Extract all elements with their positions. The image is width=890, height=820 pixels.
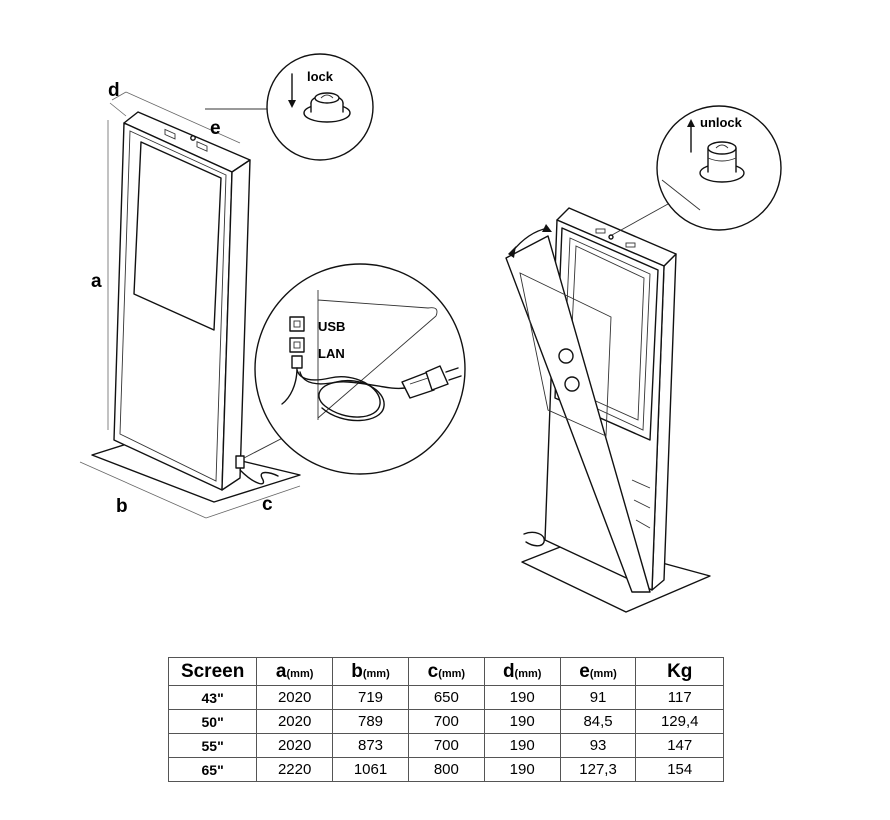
dimension-b-label: b (116, 496, 128, 517)
column-header-unit: (mm) (362, 667, 390, 680)
column-header-unit: (mm) (286, 667, 314, 680)
table-cell: 127,3 (559, 757, 637, 782)
column-header-label: a (275, 660, 287, 682)
table-cell: 2220 (256, 757, 334, 782)
table-cell: 84,5 (559, 709, 637, 734)
lan-label: LAN (318, 346, 345, 361)
table-cell: 93 (559, 733, 637, 758)
column-header-label: c (427, 660, 439, 682)
table-cell: 190 (483, 709, 561, 734)
table-cell: 1061 (332, 757, 409, 782)
power-plug-icon (401, 365, 462, 399)
table-cell: 700 (407, 709, 485, 734)
kiosk-bezel (119, 130, 227, 482)
column-header-unit: (mm) (514, 667, 542, 680)
dimension-e-label: e (210, 118, 221, 139)
column-header: c(mm) (407, 657, 485, 686)
table-cell: 190 (483, 757, 561, 782)
table-cell: 91 (559, 685, 637, 710)
column-header: e(mm) (559, 657, 637, 686)
column-header: d(mm) (483, 657, 561, 686)
unlock-detail-callout: unlock (611, 105, 782, 236)
table-cell: 800 (407, 757, 485, 782)
top-vents-icon (164, 128, 208, 152)
column-header-unit: (mm) (589, 667, 617, 680)
open-kiosk-vent-icon (595, 228, 606, 234)
table-cell: 700 (407, 733, 485, 758)
screen-size-cell: 50" (167, 709, 258, 734)
column-header: a(mm) (256, 657, 334, 686)
table-cell: 147 (635, 733, 724, 758)
table-cell: 2020 (256, 733, 334, 758)
kiosk-technical-drawing: d e a b c lock USB LAN (79, 53, 782, 613)
column-header-label: d (502, 660, 515, 682)
arrow-up-head-icon (687, 119, 695, 127)
table-cell: 719 (332, 685, 409, 710)
power-socket-icon (291, 355, 303, 369)
table-cell: 190 (483, 685, 561, 710)
column-header: b(mm) (332, 657, 409, 686)
dimension-a-label: a (91, 271, 102, 292)
cable-loop-icon (281, 367, 406, 418)
open-kiosk-illustration (505, 207, 711, 613)
column-header: Screen (167, 657, 258, 686)
usb-port-icon (289, 316, 305, 332)
hinge-mount-icon-2 (564, 376, 580, 392)
dimension-c-label: c (262, 494, 273, 515)
table-cell: 789 (332, 709, 409, 734)
column-header-unit: (mm) (438, 667, 466, 680)
usb-label: USB (318, 319, 345, 334)
table-cell: 650 (407, 685, 485, 710)
arrow-down-head-icon (288, 100, 296, 108)
table-cell: 154 (635, 757, 724, 782)
screen-size-cell: 55" (167, 733, 258, 758)
table-cell: 117 (635, 685, 724, 710)
dimension-d-label: d (108, 80, 120, 101)
table-cell: 190 (483, 733, 561, 758)
lock-label: lock (307, 69, 334, 84)
column-header: Kg (635, 657, 724, 686)
lock-hole-icon (190, 135, 196, 141)
lock-detail-callout: lock (205, 53, 374, 161)
open-kiosk-lock-hole-icon (608, 234, 614, 240)
hinge-mount-icon (558, 348, 574, 364)
screen-size-cell: 43" (167, 685, 258, 710)
lan-port-icon (289, 337, 305, 353)
open-kiosk-door (505, 235, 651, 593)
table-cell: 2020 (256, 709, 334, 734)
ports-detail-callout: USB LAN (243, 263, 466, 475)
bottom-port-icon (235, 455, 245, 469)
screen-size-cell: 65" (167, 757, 258, 782)
table-cell: 873 (332, 733, 409, 758)
column-header-label: e (579, 660, 590, 682)
column-header-label: b (351, 660, 363, 682)
unlock-label: unlock (700, 115, 743, 130)
table-cell: 2020 (256, 685, 334, 710)
kiosk-side-face (221, 159, 251, 491)
power-cable-icon (239, 469, 279, 485)
column-header-label: Kg (667, 660, 693, 682)
table-cell: 129,4 (635, 709, 724, 734)
open-kiosk-cable-icon (523, 531, 545, 547)
closed-kiosk-illustration: d e a b c (79, 80, 301, 519)
kiosk-screen (133, 141, 222, 331)
column-header-label: Screen (180, 660, 245, 682)
